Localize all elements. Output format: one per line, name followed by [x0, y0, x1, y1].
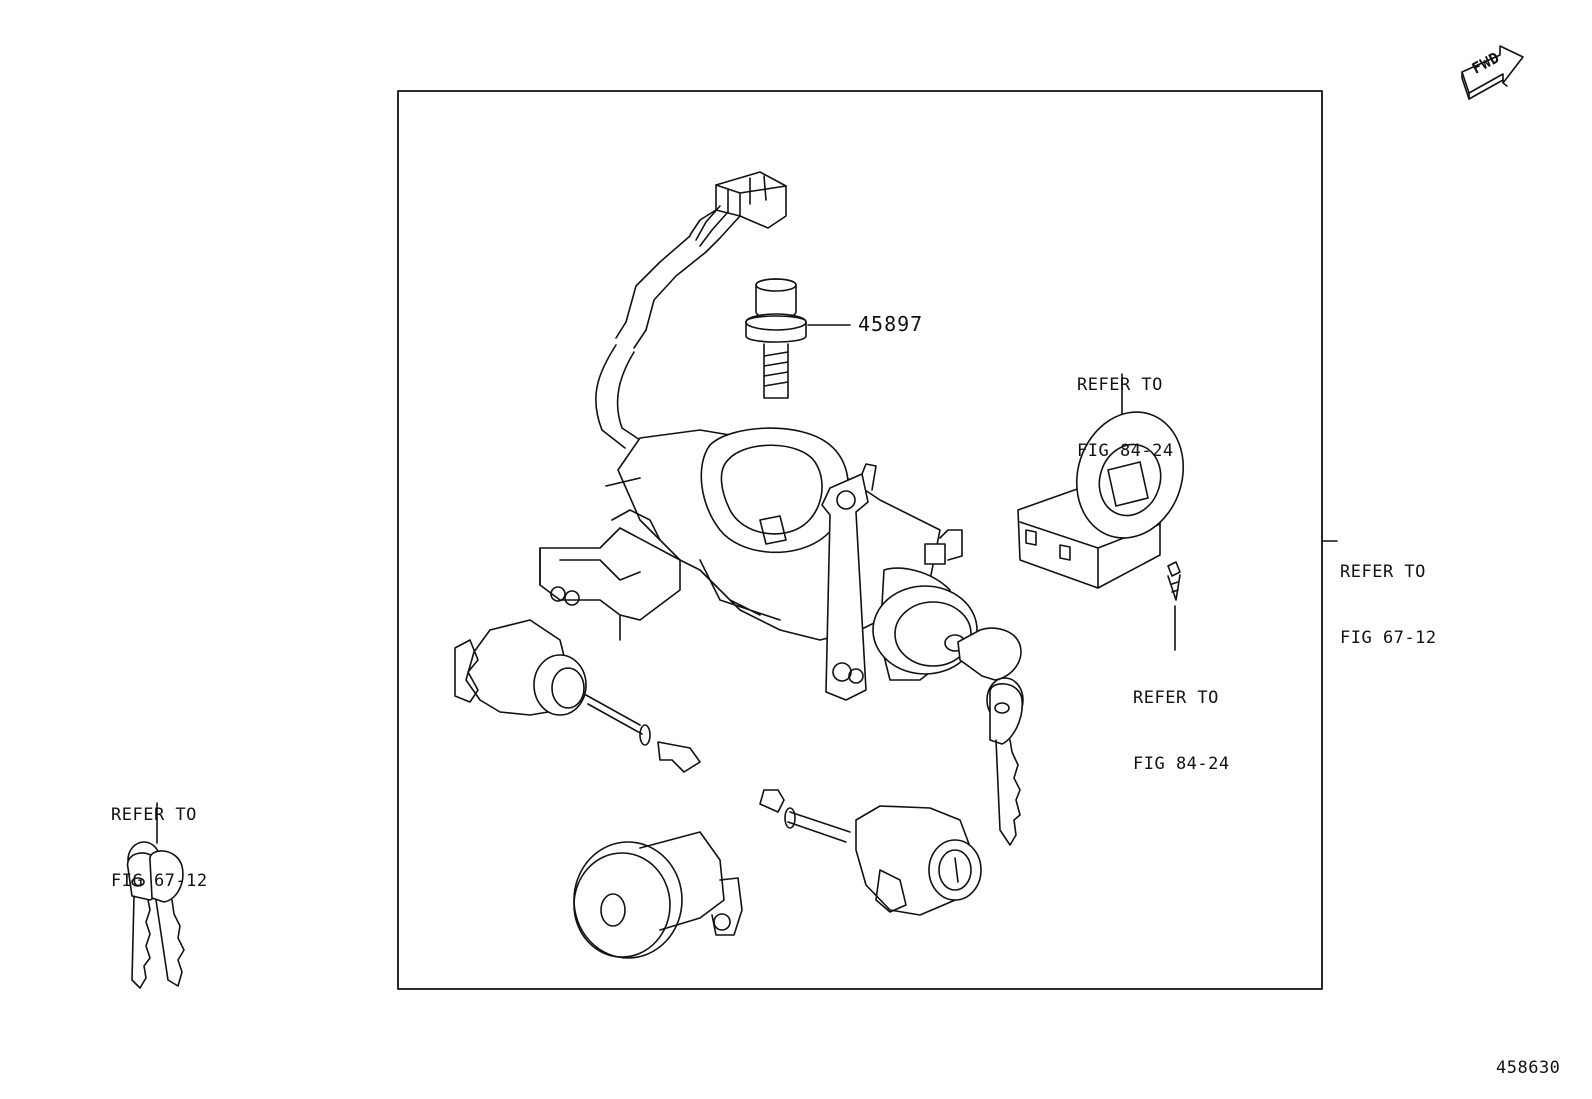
immobilizer-ref-label: REFER TO FIG 84-24	[1077, 330, 1174, 484]
figure-number: 458630	[1496, 1058, 1561, 1078]
screw-ref-line2: FIG 84-24	[1133, 754, 1230, 774]
immobilizer-ref-line1: REFER TO	[1077, 375, 1163, 395]
bolt-45897	[746, 279, 806, 398]
wire-harness	[596, 236, 706, 448]
wire-connector	[690, 172, 786, 252]
keys-ref-label: REFER TO FIG 67-12	[111, 760, 208, 914]
screw	[1168, 562, 1180, 600]
screw-ref-label: REFER TO FIG 84-24	[1133, 643, 1230, 797]
door-lock-cylinder-left	[455, 620, 700, 772]
immobilizer-ref-line2: FIG 84-24	[1077, 441, 1174, 461]
assembly-ref-line1: REFER TO	[1340, 562, 1426, 582]
ignition-lock-cylinder	[873, 530, 977, 680]
lock-lever	[822, 464, 876, 700]
fwd-arrow-icon	[1462, 46, 1523, 99]
ignition-key-icon	[958, 628, 1023, 845]
keys-ref-line2: FIG 67-12	[111, 871, 208, 891]
spare-keys-icon	[128, 842, 184, 988]
door-lock-cylinder-right	[760, 790, 981, 915]
assembly-ref-line2: FIG 67-12	[1340, 628, 1437, 648]
trunk-lock-cylinder	[574, 832, 742, 958]
immobilizer-amplifier	[1018, 398, 1199, 588]
screw-ref-line1: REFER TO	[1133, 688, 1219, 708]
bolt-part-number: 45897	[858, 312, 924, 336]
keys-ref-line1: REFER TO	[111, 805, 197, 825]
assembly-ref-label: REFER TO FIG 67-12	[1340, 517, 1437, 671]
assembly-frame	[398, 91, 1322, 989]
